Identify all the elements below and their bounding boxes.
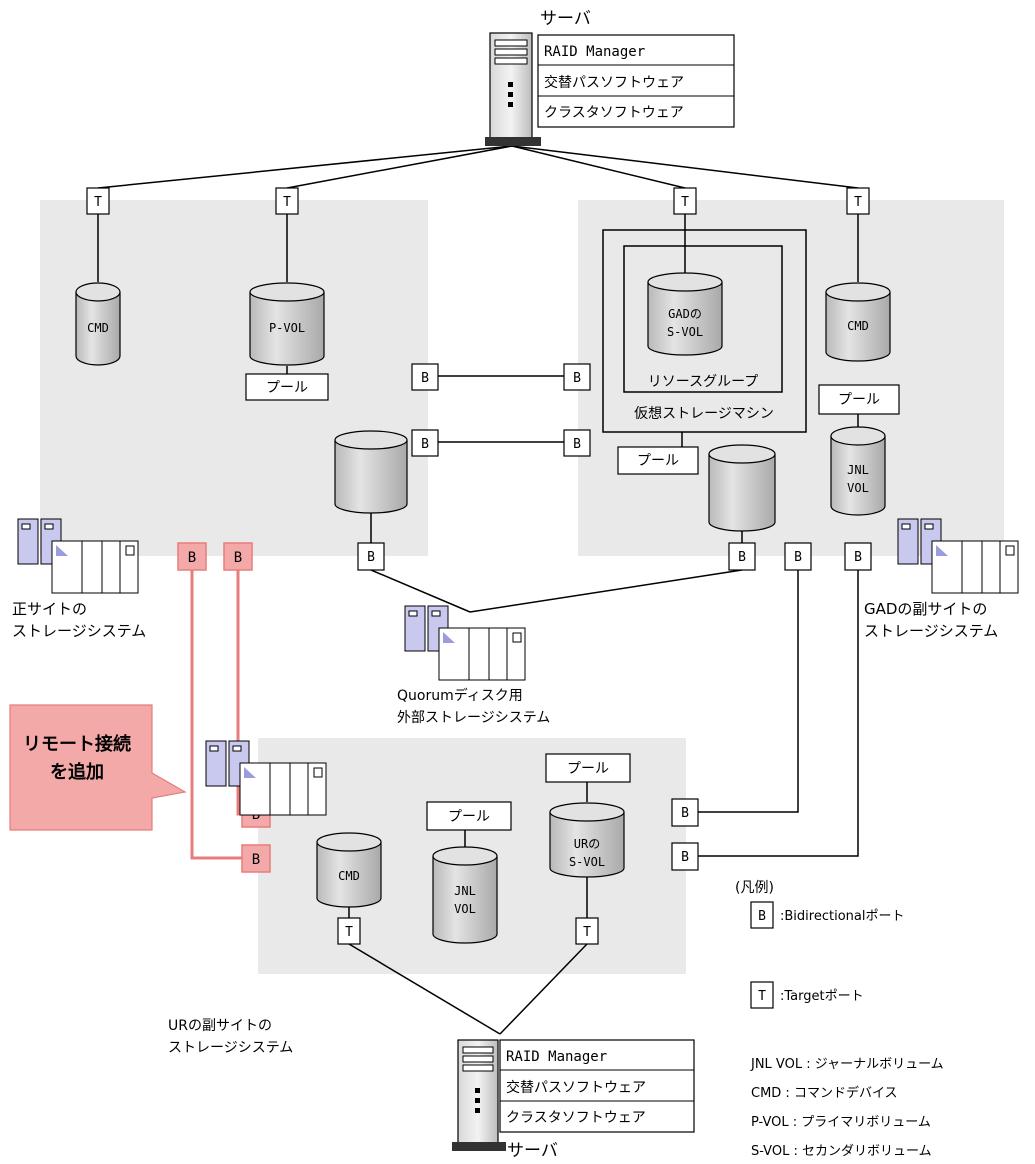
svg-text:JNL: JNL (454, 884, 476, 898)
svg-text:B: B (681, 850, 689, 865)
port-t-2: T (283, 195, 291, 210)
server-top: サーバ RAID Manager 交替パスソフトウェア クラスタソフトウェア (485, 9, 735, 146)
remote-connection-callout: リモート接続 を追加 (9, 704, 187, 831)
ur-site-caption-1: URの副サイトの (168, 1018, 272, 1034)
callout-text-2: を追加 (50, 761, 104, 783)
virtual-storage-machine: リソースグループ 仮想ストレージマシン (602, 229, 807, 433)
gad-jnl-volume: JNL VOL (830, 426, 886, 516)
server-bottom: RAID Manager 交替パスソフトウェア クラスタソフトウェア サーバ (452, 1039, 695, 1161)
server-bottom-software-2: 交替パスソフトウェア (506, 1079, 646, 1096)
top-target-ports: T T T T (86, 187, 870, 215)
svg-text:JNL: JNL (847, 463, 869, 477)
legend-title: (凡例) (735, 880, 774, 896)
svg-text:B: B (252, 852, 260, 868)
svg-text:B: B (854, 550, 862, 565)
ur-storage-icon (205, 740, 327, 816)
svg-text:B: B (421, 371, 429, 386)
legend-t-symbol: T (758, 989, 766, 1004)
remote-bidirectional-ports: B B B B (177, 542, 271, 873)
svg-text:B: B (234, 550, 242, 566)
gad-site-panel (578, 200, 1004, 556)
callout-text-1: リモート接続 (23, 733, 131, 755)
legend-b-desc: :Bidirectionalポート (780, 909, 904, 924)
virtual-storage-machine-label: 仮想ストレージマシン (634, 406, 774, 422)
gad-cmd-volume: CMD (825, 282, 891, 362)
server-bottom-software-1: RAID Manager (506, 1049, 607, 1065)
ur-svol-volume: URの S-VOL (549, 802, 625, 878)
svg-text:CMD: CMD (338, 869, 360, 883)
svg-text:B: B (738, 550, 746, 565)
svg-text:プール: プール (266, 380, 308, 396)
gad-pool-label-1: プール (617, 446, 699, 475)
svg-text:S-VOL: S-VOL (667, 325, 703, 339)
svg-text:B: B (794, 550, 802, 565)
server-bottom-software-3: クラスタソフトウェア (506, 1110, 646, 1126)
svg-text:GADの: GADの (668, 307, 702, 321)
port-t-4: T (854, 195, 862, 210)
svg-text:CMD: CMD (87, 321, 109, 335)
connection-lines (97, 145, 859, 1035)
svg-text:T: T (345, 925, 353, 940)
ur-pool-label-1: プール (426, 801, 512, 831)
legend-def-pvol: P-VOL : プライマリボリューム (751, 1115, 931, 1130)
legend-b-symbol: B (758, 909, 766, 924)
port-t-1: T (94, 195, 102, 210)
primary-pvol-volume: P-VOL (249, 282, 325, 366)
svg-text:B: B (367, 550, 375, 565)
gad-quorum-volume (708, 444, 776, 532)
svg-text:S-VOL: S-VOL (569, 855, 605, 869)
svg-text:T: T (583, 925, 591, 940)
svg-text:プール: プール (838, 392, 880, 408)
primary-site-caption-1: 正サイトの (12, 600, 87, 618)
svg-text:プール: プール (567, 761, 609, 777)
svg-text:P-VOL: P-VOL (269, 321, 305, 335)
quorum-caption-2: 外部ストレージシステム (397, 710, 550, 726)
primary-cmd-volume: CMD (75, 282, 121, 366)
ur-site-caption-2: ストレージシステム (168, 1040, 293, 1056)
legend-def-svol: S-VOL : セカンダリボリューム (751, 1144, 932, 1159)
legend-def-jnl: JNL VOL : ジャーナルボリューム (750, 1057, 944, 1072)
server-top-software-3: クラスタソフトウェア (544, 105, 684, 121)
ur-target-ports: T T (337, 917, 599, 945)
svg-text:B: B (681, 806, 689, 821)
primary-storage-icon (17, 518, 139, 594)
quorum-mapped-volume (334, 430, 408, 514)
bidirectional-ports: B B B B B B B B B B (357, 363, 872, 871)
primary-pool-label: プール (245, 373, 329, 401)
legend-def-cmd: CMD : コマンドデバイス (751, 1085, 898, 1101)
gad-pool-label-2: プール (818, 384, 900, 415)
gad-site-caption-1: GADの副サイトの (864, 600, 987, 618)
gad-svol-volume: GADの S-VOL (647, 272, 723, 356)
svg-text:VOL: VOL (454, 902, 476, 916)
server-bottom-label: サーバ (507, 1141, 558, 1161)
server-top-label: サーバ (540, 9, 591, 29)
ur-cmd-volume: CMD (316, 832, 382, 908)
ur-pool-label-2: プール (545, 753, 631, 783)
svg-text:B: B (188, 550, 196, 566)
svg-text:プール: プール (637, 453, 679, 469)
gad-site-caption-2: ストレージシステム (864, 622, 998, 640)
quorum-storage-icon (404, 605, 526, 681)
svg-text:URの: URの (574, 837, 600, 851)
server-top-software-1: RAID Manager (544, 44, 645, 60)
svg-text:B: B (573, 437, 581, 452)
resource-group-label: リソースグループ (648, 374, 758, 390)
port-t-3: T (681, 195, 689, 210)
svg-text:B: B (421, 437, 429, 452)
primary-site-caption-2: ストレージシステム (12, 622, 146, 640)
gad-storage-icon (897, 518, 1019, 594)
svg-text:VOL: VOL (847, 481, 869, 495)
legend-t-desc: :Targetポート (780, 989, 864, 1004)
server-top-software-2: 交替パスソフトウェア (544, 74, 684, 91)
legend: (凡例) B :Bidirectionalポート T :Targetポート JN… (735, 880, 944, 1159)
quorum-caption-1: Quorumディスク用 (397, 687, 523, 704)
ur-jnl-volume: JNL VOL (432, 846, 498, 944)
svg-text:プール: プール (448, 809, 490, 825)
svg-text:CMD: CMD (847, 319, 869, 333)
svg-text:B: B (573, 371, 581, 386)
remote-connection-lines (190, 570, 242, 860)
